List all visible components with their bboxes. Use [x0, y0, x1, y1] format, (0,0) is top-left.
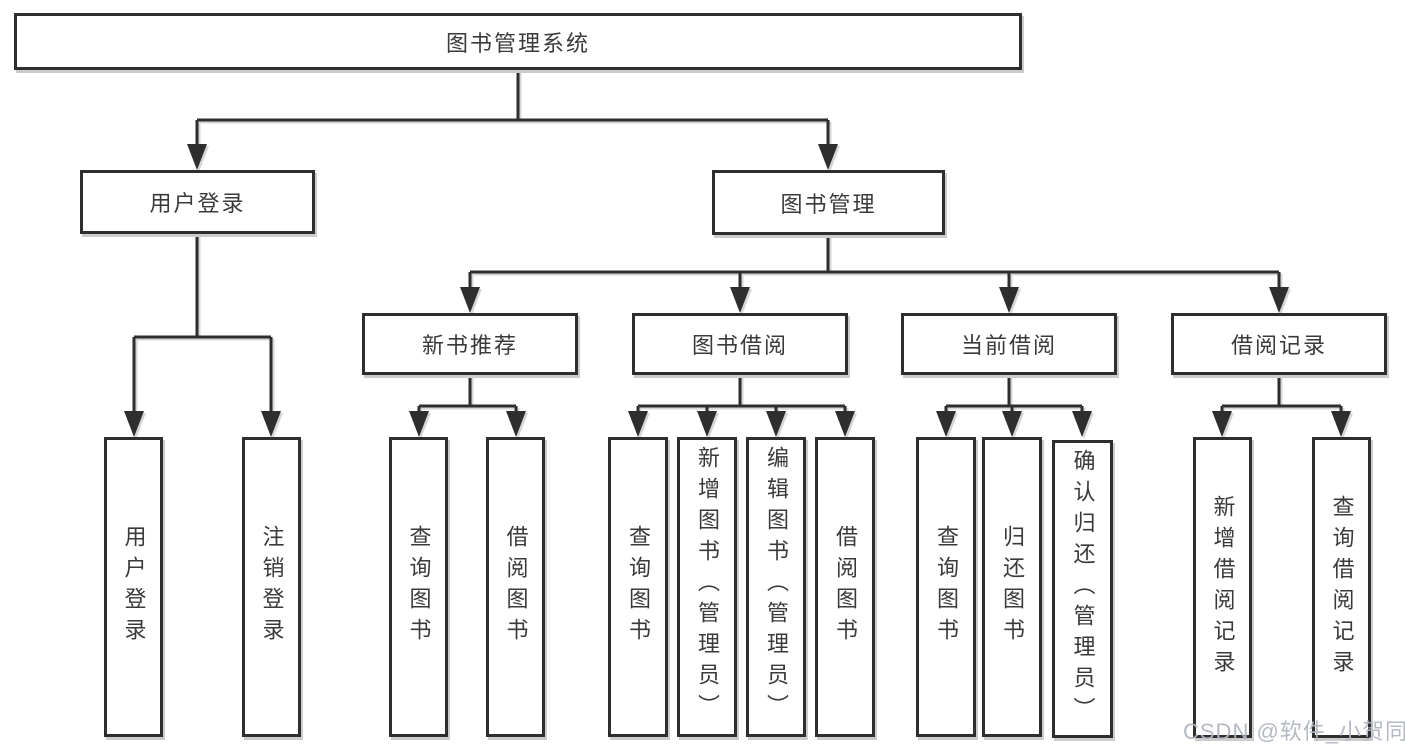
- node-leaf-nb-borrow-books-label: 借阅图书: [503, 525, 529, 649]
- node-leaf-rec-add-record: 新增借阅记录: [1193, 437, 1252, 738]
- node-leaf-cur-confirm-return-admin: 确认归还（管理员）: [1052, 440, 1113, 738]
- node-user-login: 用户登录: [80, 170, 315, 234]
- node-leaf-bw-add-books-admin: 新增图书（管理员）: [677, 437, 737, 737]
- node-borrow-records: 借阅记录: [1171, 313, 1387, 375]
- node-leaf-cur-query-books: 查询图书: [916, 437, 976, 737]
- node-book-management-label: 图书管理: [780, 191, 877, 217]
- node-leaf-logout: 注销登录: [242, 437, 301, 737]
- node-leaf-nb-query-books: 查询图书: [389, 437, 448, 737]
- node-leaf-bw-edit-books-admin: 编辑图书（管理员）: [746, 437, 806, 737]
- node-user-login-label: 用户登录: [149, 191, 246, 216]
- node-leaf-bw-query-books-label: 查询图书: [626, 525, 651, 649]
- node-leaf-user-login-label: 用户登录: [121, 525, 147, 649]
- node-new-book-recommend-label: 新书推荐: [421, 333, 518, 358]
- node-book-borrow-label: 图书借阅: [691, 333, 788, 358]
- node-leaf-rec-query-record: 查询借阅记录: [1312, 437, 1371, 738]
- node-leaf-cur-confirm-return-admin-label: 确认归还（管理员）: [1070, 449, 1096, 728]
- node-leaf-bw-borrow-books-label: 借阅图书: [833, 525, 858, 649]
- node-leaf-cur-return-books: 归还图书: [982, 437, 1042, 737]
- node-current-borrow-label: 当前借阅: [960, 333, 1057, 358]
- node-new-book-recommend: 新书推荐: [362, 313, 578, 375]
- node-leaf-bw-add-books-admin-label: 新增图书（管理员）: [695, 446, 720, 725]
- node-leaf-nb-query-books-label: 查询图书: [406, 525, 432, 649]
- node-root: 图书管理系统: [14, 13, 1022, 70]
- node-leaf-rec-add-record-label: 新增借阅记录: [1210, 494, 1236, 681]
- watermark: CSDN @软件_小贺同学: [1183, 719, 1405, 744]
- node-book-management: 图书管理: [712, 170, 945, 235]
- node-leaf-bw-edit-books-admin-label: 编辑图书（管理员）: [764, 446, 789, 725]
- node-current-borrow: 当前借阅: [901, 313, 1117, 375]
- node-leaf-nb-borrow-books: 借阅图书: [486, 437, 545, 737]
- node-root-label: 图书管理系统: [445, 30, 590, 56]
- node-leaf-logout-label: 注销登录: [259, 525, 285, 649]
- node-leaf-cur-query-books-label: 查询图书: [934, 525, 959, 649]
- node-leaf-bw-query-books: 查询图书: [608, 437, 668, 737]
- node-leaf-bw-borrow-books: 借阅图书: [815, 437, 875, 737]
- node-leaf-cur-return-books-label: 归还图书: [1000, 525, 1025, 649]
- node-leaf-user-login: 用户登录: [104, 437, 163, 737]
- node-borrow-records-label: 借阅记录: [1230, 333, 1327, 358]
- node-leaf-rec-query-record-label: 查询借阅记录: [1329, 494, 1355, 681]
- node-book-borrow: 图书借阅: [632, 313, 848, 375]
